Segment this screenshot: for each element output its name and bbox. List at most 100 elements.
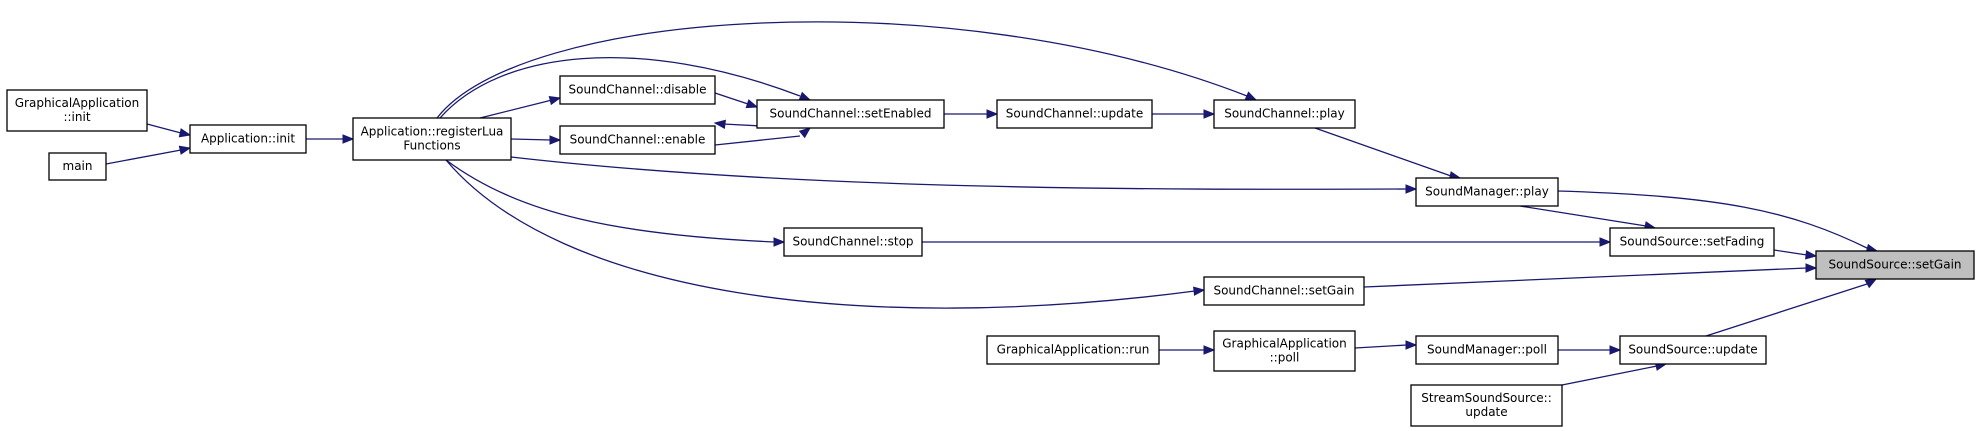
node-box [48, 152, 107, 181]
edge-line [445, 159, 776, 243]
node-box [756, 99, 945, 129]
edge-main-to-application-init [105, 145, 192, 165]
node-label: SoundSource::setGain [1828, 258, 1961, 272]
edge-sound-channel-disable-to-sound-channel-set-enabled [714, 92, 759, 109]
node-label: GraphicalApplication [15, 96, 139, 110]
node-box [1415, 335, 1559, 365]
edge-sound-channel-update-to-sound-channel-play [1152, 109, 1216, 119]
node-sound-channel-update[interactable]: SoundChannel::update [996, 99, 1153, 129]
node-label: SoundChannel::setGain [1213, 284, 1354, 298]
edge-sound-source-set-fading-to-sound-source-set-gain [1773, 249, 1818, 260]
edge-line [445, 159, 1196, 309]
edge-line [1561, 365, 1658, 386]
node-label: ::poll [1270, 351, 1300, 365]
node-label: SoundChannel::stop [792, 235, 913, 249]
edge-line [439, 56, 801, 119]
node-sound-manager-play[interactable]: SoundManager::play [1415, 177, 1559, 207]
arrowhead [713, 119, 727, 130]
node-label: GraphicalApplication::run [997, 343, 1150, 357]
node-box [1203, 276, 1365, 306]
arrowhead [798, 127, 812, 139]
arrowhead [1203, 345, 1216, 355]
node-box [1815, 250, 1975, 280]
edge-line [714, 92, 749, 105]
arrowhead [1244, 91, 1258, 101]
edge-line [1354, 344, 1408, 349]
edge-line [1705, 283, 1868, 337]
arrowhead [1805, 250, 1818, 260]
node-box [559, 125, 716, 155]
node-label: SoundManager::play [1425, 185, 1549, 199]
edge-application-register-lua-to-sound-channel-enable [510, 135, 562, 145]
node-label: Application::registerLua [361, 125, 504, 139]
node-sound-channel-disable[interactable]: SoundChannel::disable [559, 75, 716, 105]
node-label: SoundChannel::disable [568, 83, 706, 97]
edge-application-init-to-application-register-lua [306, 134, 355, 144]
edge-layer [105, 21, 1879, 386]
arrowhead [1193, 286, 1206, 296]
node-box [352, 117, 512, 161]
arrowhead [342, 134, 355, 144]
node-box [1213, 99, 1356, 129]
node-label: StreamSoundSource:: [1421, 391, 1552, 405]
edge-graphical-application-run-to-graphical-application-poll [1159, 345, 1216, 355]
node-label: SoundChannel::play [1224, 107, 1345, 121]
edge-application-register-lua-to-sound-manager-play [510, 156, 1418, 194]
node-label: SoundManager::poll [1427, 343, 1547, 357]
node-label: SoundChannel::enable [570, 133, 706, 147]
edge-sound-manager-play-to-sound-source-set-fading [1519, 205, 1657, 231]
node-sound-manager-poll[interactable]: SoundManager::poll [1415, 335, 1559, 365]
node-box [189, 124, 307, 154]
node-box [1415, 177, 1559, 207]
node-sound-source-update[interactable]: SoundSource::update [1619, 335, 1767, 365]
arrowhead [549, 135, 562, 145]
node-sound-source-set-fading[interactable]: SoundSource::setFading [1609, 227, 1775, 257]
node-graphical-application-init[interactable]: GraphicalApplication::init [6, 89, 148, 132]
edge-application-register-lua-to-sound-channel-stop [445, 159, 786, 247]
edge-sound-manager-poll-to-sound-source-update [1558, 345, 1622, 355]
arrowhead [1599, 237, 1612, 247]
edge-line [105, 149, 182, 165]
edge-sound-channel-set-enabled-to-sound-channel-update [944, 109, 999, 119]
node-sound-source-set-gain[interactable]: SoundSource::setGain [1815, 250, 1975, 280]
node-sound-channel-enable[interactable]: SoundChannel::enable [559, 125, 716, 155]
edge-line [479, 99, 553, 119]
edge-sound-channel-stop-to-sound-source-set-fading [922, 237, 1612, 247]
node-graphical-application-poll[interactable]: GraphicalApplication::poll [1213, 330, 1356, 372]
node-sound-channel-play[interactable]: SoundChannel::play [1213, 99, 1356, 129]
edge-stream-sound-source-update-to-sound-source-update [1561, 361, 1668, 386]
node-sound-channel-stop[interactable]: SoundChannel::stop [783, 227, 923, 257]
edge-line [1773, 249, 1808, 256]
edge-line [510, 138, 552, 141]
node-stream-sound-source-update[interactable]: StreamSoundSource::update [1410, 384, 1563, 427]
edge-line [1557, 190, 1870, 250]
node-main[interactable]: main [48, 152, 107, 181]
node-label: update [1465, 405, 1507, 419]
node-label: SoundSource::setFading [1620, 235, 1765, 249]
node-application-init[interactable]: Application::init [189, 124, 307, 154]
node-sound-channel-set-gain[interactable]: SoundChannel::setGain [1203, 276, 1365, 306]
arrowhead [178, 145, 192, 155]
node-box [6, 89, 148, 132]
node-label: ::init [63, 110, 90, 124]
node-box [559, 75, 716, 105]
node-sound-channel-set-enabled[interactable]: SoundChannel::setEnabled [756, 99, 945, 129]
node-label: SoundSource::update [1628, 343, 1757, 357]
node-label: Application::init [201, 132, 295, 146]
node-box [783, 227, 923, 257]
edge-line [1314, 127, 1452, 177]
node-box [1213, 330, 1356, 372]
node-box [996, 99, 1153, 129]
node-graphical-application-run[interactable]: GraphicalApplication::run [986, 335, 1160, 365]
edge-application-register-lua-to-sound-channel-set-gain [445, 159, 1206, 309]
edge-line [714, 135, 801, 146]
edge-line [510, 156, 1408, 190]
arrowhead [548, 95, 562, 106]
edge-sound-channel-play-to-sound-manager-play [1314, 127, 1462, 181]
arrowhead [1805, 263, 1818, 273]
node-box [986, 335, 1160, 365]
node-box [1609, 227, 1775, 257]
arrowhead [773, 237, 786, 247]
